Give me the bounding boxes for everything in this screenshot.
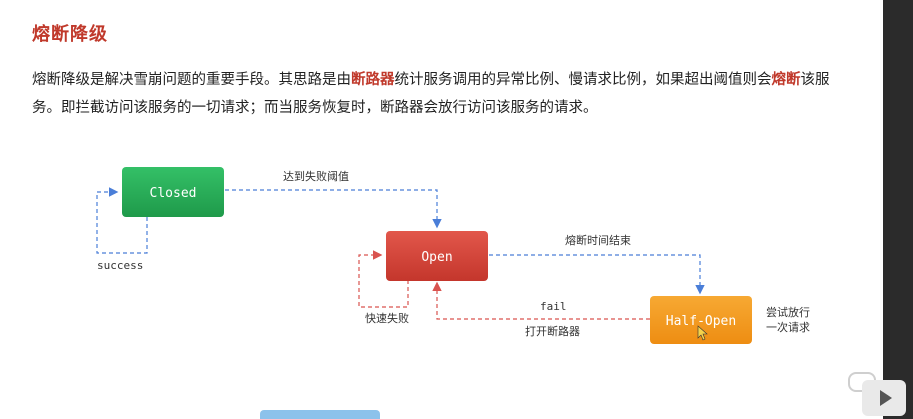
try-label-line1: 尝试放行 xyxy=(766,305,810,319)
play-button[interactable] xyxy=(862,380,906,416)
fast-fail-loop-arrow xyxy=(358,250,409,308)
break-time-label: 熔断时间结束 xyxy=(565,233,631,247)
try-label-line2: 一次请求 xyxy=(766,320,810,334)
para-text-1: 熔断降级是解决雪崩问题的重要手段。其思路是由 xyxy=(32,72,351,88)
fail-label: fail xyxy=(540,300,567,313)
para-highlight-fuse: 熔断 xyxy=(771,72,801,88)
halfopen-node: Half-Open xyxy=(650,296,752,344)
para-text-3: 该服务。即拦截访问该服务的一切请求；而当服务恢复时，断路器会放行访问该服务的请求… xyxy=(32,72,830,116)
open-breaker-label: 打开断路器 xyxy=(525,324,580,338)
play-icon xyxy=(880,390,892,406)
open-label: Open xyxy=(421,250,452,265)
bottom-progress-bar xyxy=(260,410,380,419)
open-to-halfopen-arrow xyxy=(489,254,705,295)
closed-label: Closed xyxy=(150,186,197,201)
open-node: Open xyxy=(386,231,488,281)
right-dark-strip xyxy=(883,0,913,419)
slide: 熔断降级 熔断降级是解决雪崩问题的重要手段。其思路是由断路器统计服务调用的异常比… xyxy=(0,0,883,419)
halfopen-label: Half-Open xyxy=(666,314,736,329)
mouse-cursor-icon xyxy=(697,325,708,341)
para-highlight-breaker: 断路器 xyxy=(351,72,395,88)
page-title: 熔断降级 xyxy=(32,24,108,45)
fast-fail-label: 快速失败 xyxy=(365,311,409,325)
description-paragraph: 熔断降级是解决雪崩问题的重要手段。其思路是由断路器统计服务调用的异常比例、慢请求… xyxy=(32,66,832,122)
closed-node: Closed xyxy=(122,167,224,217)
circuit-breaker-diagram: success 达到失败阈值 快速失败 熔断时间结束 fail 打开断路器 Cl… xyxy=(96,167,810,344)
para-text-2: 统计服务调用的异常比例、慢请求比例，如果超出阈值则会 xyxy=(394,72,772,88)
halfopen-to-open-arrow xyxy=(432,281,650,320)
closed-to-open-arrow xyxy=(225,189,442,229)
to-open-label: 达到失败阈值 xyxy=(283,169,349,183)
success-loop-arrow xyxy=(96,187,148,254)
success-label: success xyxy=(97,259,143,272)
